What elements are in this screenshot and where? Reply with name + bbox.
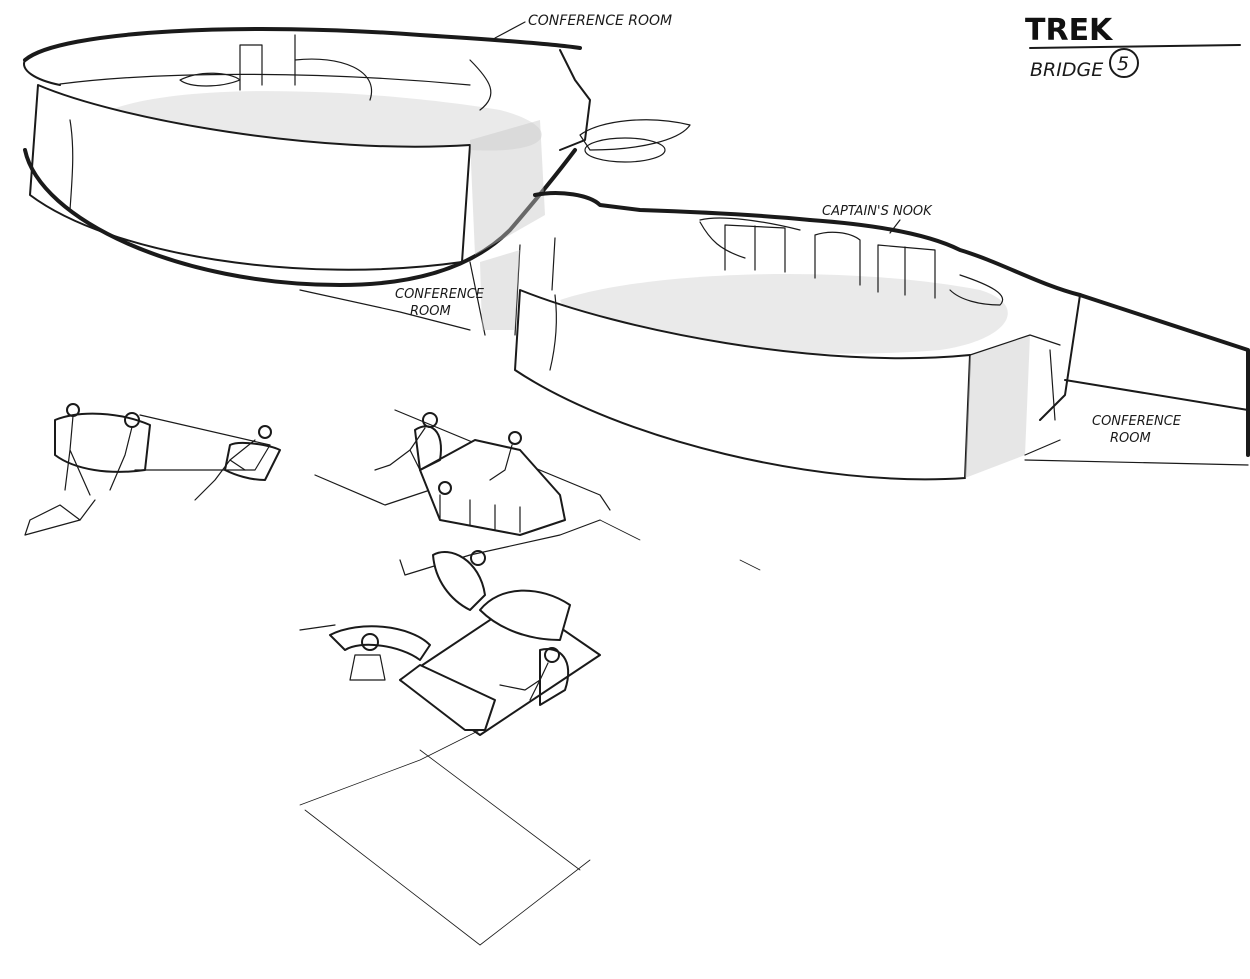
left-console-desk	[54, 412, 151, 473]
floor-grid-line	[479, 859, 591, 946]
floor-grid	[299, 519, 761, 946]
lounge-chair	[432, 550, 486, 611]
leader-conference-room-top	[494, 21, 526, 39]
connector-corridor	[299, 191, 812, 336]
label-captains-nook: CAPTAIN'S NOOK	[822, 204, 933, 219]
chair	[414, 425, 442, 471]
lounge-sofa	[479, 589, 571, 641]
label-conference-room-right-2: ROOM	[1110, 431, 1151, 446]
right-pod-side-shading	[965, 335, 1030, 478]
figure-head	[258, 425, 272, 439]
right-pod-side-wall	[969, 334, 1061, 456]
label-conference-room-middle-1: CONFERENCE	[395, 287, 485, 302]
left-bridge-pod	[23, 27, 691, 287]
left-pod-side-shading	[470, 120, 545, 255]
lounge-area	[299, 519, 601, 736]
arrow-tail	[79, 499, 96, 521]
connector-top-edge	[533, 191, 812, 222]
figure-head	[361, 633, 379, 651]
leader-captains-nook	[889, 219, 901, 234]
floor-grid-line	[304, 809, 481, 946]
sheet-number-circle	[1109, 48, 1139, 78]
right-pod-wall-panel-line	[549, 294, 557, 371]
left-table	[134, 414, 271, 471]
left-pod-top-rim	[23, 27, 582, 62]
left-pod-side-shape	[179, 72, 241, 87]
floor-grid-line	[599, 519, 761, 571]
left-pod-railing	[469, 59, 492, 111]
connector-floor-line	[299, 289, 471, 331]
grid-lines	[314, 409, 611, 511]
right-wing-inner-lines	[1039, 294, 1249, 421]
right-pod-side-curve	[699, 221, 746, 259]
title-block: TREK BRIDGE 5	[1025, 13, 1241, 81]
sheet-number: 5	[1117, 53, 1129, 75]
left-pod-console	[294, 34, 373, 101]
title-text: TREK	[1025, 13, 1114, 48]
left-pod-small-platform	[579, 119, 691, 151]
right-wing-outline	[1078, 293, 1250, 457]
connector-wall-lines	[469, 237, 556, 336]
figure-body	[374, 427, 426, 471]
subtitle-text: BRIDGE	[1030, 59, 1103, 81]
figure-head	[544, 647, 560, 663]
left-pod-platform-disc	[584, 137, 666, 163]
right-wing-door	[1049, 349, 1056, 421]
label-conference-room-middle-2: ROOM	[410, 304, 451, 319]
captains-nook-door	[814, 231, 861, 286]
right-pod-door-left	[724, 224, 786, 273]
seating-group-center	[314, 409, 611, 536]
floor-grid-line	[419, 749, 581, 871]
figure-head	[508, 431, 522, 445]
figure-head	[470, 550, 486, 566]
curved-sofa	[329, 625, 431, 661]
direction-arrow	[24, 504, 81, 536]
left-pod-wall-edge	[29, 84, 39, 196]
right-wing-floor	[1024, 459, 1249, 466]
figure-body	[349, 654, 386, 681]
floor-grid-line	[299, 729, 481, 806]
right-pod-back-wall-left	[699, 217, 801, 231]
figure-head	[438, 481, 452, 495]
figure-body	[194, 439, 256, 501]
right-pod-side-shape	[949, 274, 1004, 306]
table-panels	[439, 494, 521, 533]
conference-table	[419, 439, 566, 536]
figure-body	[64, 415, 133, 496]
chair	[539, 648, 570, 706]
left-pod-top-rim-end	[23, 59, 61, 86]
seating-group-left	[24, 403, 281, 536]
right-bridge-pod	[514, 217, 1250, 481]
left-pod-wall-panel-line	[69, 119, 74, 211]
bench	[399, 664, 496, 731]
chair	[224, 441, 281, 481]
connector-shading	[480, 250, 520, 330]
right-pod-front-wall	[514, 289, 971, 481]
labels: CONFERENCE ROOM CONFERENCE ROOM CONFEREN…	[395, 13, 1182, 446]
figure-body	[499, 662, 549, 701]
right-pod-door-right	[877, 244, 936, 299]
label-conference-room-right-1: CONFERENCE	[1092, 414, 1182, 429]
title-underline	[1029, 44, 1241, 49]
left-pod-right-block	[559, 49, 591, 151]
left-pod-back-wall	[59, 73, 471, 86]
label-conference-room-top: CONFERENCE ROOM	[528, 13, 672, 29]
figure-body	[489, 444, 513, 481]
left-pod-door	[239, 44, 263, 91]
left-pod-bottom-outline	[23, 148, 577, 287]
right-pod-top-rim	[808, 218, 1082, 297]
